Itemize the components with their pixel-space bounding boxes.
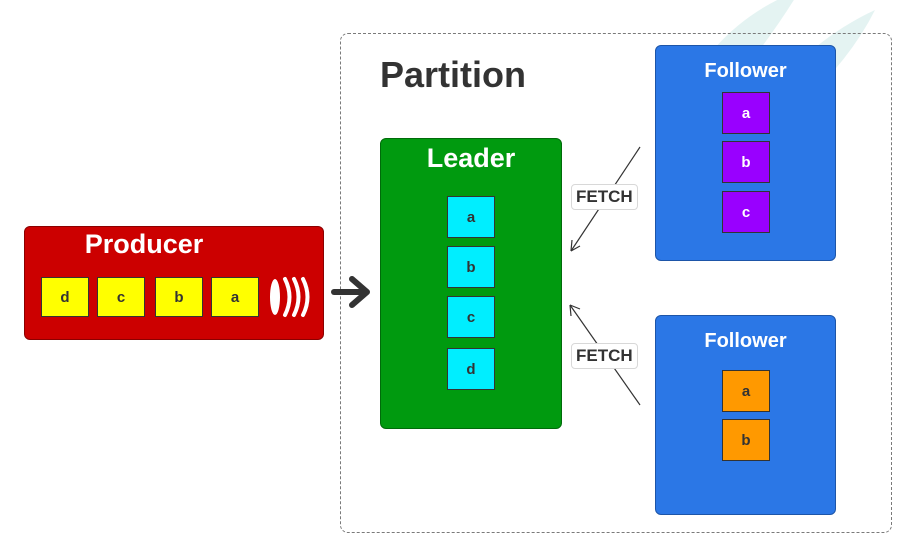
leader-title: Leader bbox=[426, 143, 516, 173]
follower-message: a bbox=[722, 370, 770, 412]
fetch-label-2: FETCH bbox=[571, 343, 638, 369]
partition-container bbox=[340, 33, 892, 533]
leader-box: Leader a b c d bbox=[380, 138, 562, 429]
producer-message: a bbox=[211, 277, 259, 317]
partition-title: Partition bbox=[380, 54, 527, 95]
leader-message: c bbox=[447, 296, 495, 338]
arrow-right-icon bbox=[331, 276, 370, 308]
follower-message: c bbox=[722, 191, 770, 233]
producer-box: Producer d c b a bbox=[24, 226, 324, 340]
leader-message: b bbox=[447, 246, 495, 288]
follower-message: b bbox=[722, 419, 770, 461]
producer-message: c bbox=[97, 277, 145, 317]
producer-message: d bbox=[41, 277, 89, 317]
follower-message: a bbox=[722, 92, 770, 134]
follower-message: b bbox=[722, 141, 770, 183]
follower-box-1: Follower a b c bbox=[655, 45, 836, 261]
follower-title: Follower bbox=[704, 330, 787, 352]
leader-message: d bbox=[447, 348, 495, 390]
producer-message: b bbox=[155, 277, 203, 317]
send-signal-icon bbox=[270, 277, 310, 317]
producer-title: Producer bbox=[84, 229, 204, 259]
leader-message: a bbox=[447, 196, 495, 238]
follower-title: Follower bbox=[704, 60, 787, 82]
follower-box-2: Follower a b bbox=[655, 315, 836, 515]
fetch-label-1: FETCH bbox=[571, 184, 638, 210]
